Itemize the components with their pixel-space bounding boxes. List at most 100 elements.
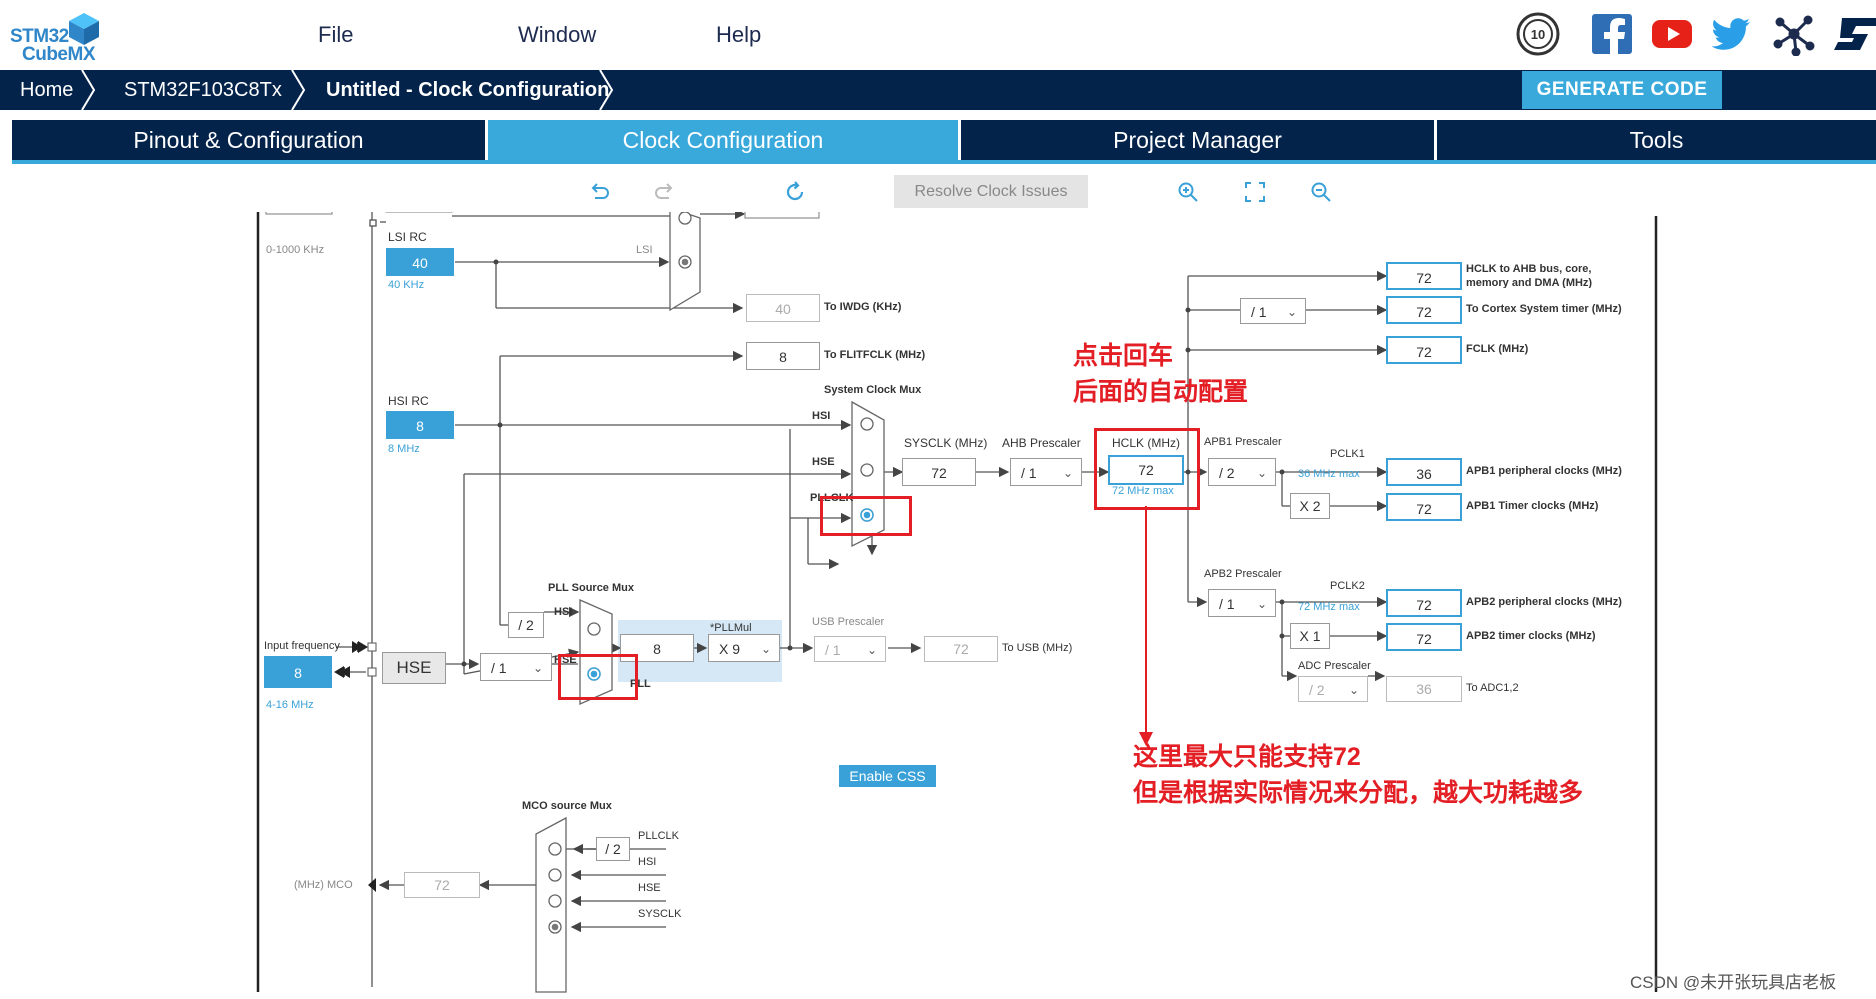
chevron-right-icon (599, 70, 614, 110)
generate-code-button[interactable]: GENERATE CODE (1522, 71, 1722, 109)
main-tabs: Pinout & Configuration Clock Configurati… (12, 120, 1876, 164)
hsi-rc-value[interactable]: 8 (386, 411, 454, 439)
flitfclk-output-value: 8 (746, 342, 820, 370)
chevron-down-icon: ⌄ (532, 661, 543, 675)
cortex-timer-output-label: To Cortex System timer (MHz) (1466, 303, 1622, 315)
mco-pll-divider: / 2 (596, 837, 630, 861)
pll-source-mux-title: PLL Source Mux (548, 582, 634, 594)
lsi-range-label: 0-1000 KHz (266, 244, 325, 256)
apb1-prescaler-select[interactable]: / 2 ⌄ (1208, 458, 1276, 486)
apb1-peripheral-output-value: 36 (1386, 458, 1462, 486)
pllclk-highlight-box (820, 496, 912, 536)
chevron-right-icon (81, 70, 96, 110)
undo-icon[interactable] (587, 180, 611, 204)
twitter-icon[interactable] (1710, 12, 1754, 56)
lsi-rc-value[interactable]: 40 (386, 248, 454, 276)
mco-hsi-label: HSI (638, 856, 657, 868)
breadcrumb-device[interactable]: STM32F103C8Tx (124, 79, 282, 101)
csdn-watermark: CSDN @未开张玩具店老板 (1630, 973, 1837, 992)
cortex-divider-select[interactable]: / 1⌄ (1240, 298, 1306, 324)
pll-source-hsi-label: HSI (554, 606, 573, 618)
hse-oscillator-block[interactable]: HSE (382, 652, 446, 684)
refresh-icon[interactable] (783, 180, 807, 204)
apb1-peripheral-output-label: APB1 peripheral clocks (MHz) (1466, 465, 1622, 477)
pll-hse-highlight-box (558, 654, 638, 700)
annotation-max-line-1: 这里最大只能支持72 (1133, 743, 1361, 771)
adc-prescaler-select[interactable]: / 2⌄ (1298, 676, 1368, 702)
chevron-down-icon: ⌄ (1348, 683, 1359, 697)
usb-output-label: To USB (MHz) (1002, 642, 1073, 654)
apb2-prescaler-select[interactable]: / 1 ⌄ (1208, 589, 1276, 617)
st-logo-icon[interactable] (1834, 12, 1876, 56)
menu-file[interactable]: File (318, 22, 354, 47)
hclk-title: HCLK (MHz) (1112, 436, 1180, 450)
usb-prescaler-select[interactable]: / 1 ⌄ (814, 636, 886, 662)
redo-icon[interactable] (653, 180, 677, 204)
clock-tree-diagram: 0-1000 KHz LSI RC 40 40 KHz LSI 40 To IW… (0, 212, 1876, 999)
enable-css-button[interactable]: Enable CSS (839, 765, 936, 787)
apb2-timer-output-label: APB2 timer clocks (MHz) (1466, 630, 1596, 642)
mco-pllclk-label: PLLCLK (638, 830, 679, 842)
lsi-mux-input-label: LSI (636, 244, 653, 256)
zoom-out-icon[interactable] (1309, 180, 1333, 204)
apb1-timer-multiplier: X 2 (1290, 493, 1330, 519)
chevron-down-icon: ⌄ (1256, 597, 1267, 611)
fit-screen-icon[interactable] (1243, 180, 1267, 204)
ahb-prescaler-select[interactable]: / 1⌄ (1010, 458, 1082, 486)
stm32cubemx-logo[interactable]: STM32 CubeMX (10, 10, 100, 66)
resolve-clock-issues-button[interactable]: Resolve Clock Issues (894, 175, 1088, 208)
sys-mux-hsi-label: HSI (812, 410, 831, 422)
cortex-divider-value: / 1 (1251, 304, 1267, 320)
lsi-khz-label: 40 KHz (388, 279, 425, 291)
hclk-highlight-box (1094, 428, 1200, 510)
chevron-down-icon: ⌄ (1256, 466, 1267, 480)
chevron-down-icon: ⌄ (866, 643, 877, 657)
pclk2-max-label: 72 MHz max (1298, 601, 1360, 613)
mco-output-label: (MHz) MCO (294, 879, 353, 891)
iwdg-output-value: 40 (746, 294, 820, 322)
tab-project-manager[interactable]: Project Manager (1113, 127, 1282, 153)
apb1-prescaler-value: / 2 (1219, 465, 1235, 481)
cortex-timer-output-value: 72 (1386, 296, 1462, 324)
clock-wires (256, 212, 1658, 993)
usb-prescaler-value: / 1 (825, 642, 841, 658)
breadcrumb-home[interactable]: Home (20, 79, 74, 101)
adc-output-label: To ADC1,2 (1466, 682, 1519, 694)
network-icon[interactable] (1772, 12, 1816, 56)
anniversary-badge-icon[interactable]: 10 (1516, 12, 1560, 56)
flitfclk-output-label: To FLITFCLK (MHz) (824, 349, 926, 361)
menu-window[interactable]: Window (518, 22, 597, 47)
facebook-icon[interactable] (1590, 12, 1634, 56)
breadcrumb-current[interactable]: Untitled - Clock Configuration (326, 79, 610, 101)
mco-hse-label: HSE (638, 882, 661, 894)
hclk-ahb-output-label-2: memory and DMA (MHz) (1466, 277, 1593, 288)
input-frequency-title: Input frequency (264, 640, 340, 652)
zoom-in-icon[interactable] (1176, 180, 1200, 204)
pllmul-value: X 9 (719, 641, 741, 657)
youtube-icon[interactable] (1650, 12, 1694, 56)
hse-divider-value: / 1 (491, 660, 507, 676)
input-frequency-value[interactable]: 8 (264, 656, 332, 688)
svg-text:10: 10 (1531, 27, 1545, 42)
annotation-max-note: 这里最大只能支持72 但是根据实际情况来分配，越大功耗越多 (1133, 739, 1583, 811)
sysclk-value[interactable]: 72 (902, 458, 976, 486)
chevron-down-icon: ⌄ (760, 642, 771, 656)
mco-sysclk-label: SYSCLK (638, 908, 682, 920)
top-bar: STM32 CubeMX File Window Help 10 (0, 0, 1876, 70)
tab-pinout-configuration[interactable]: Pinout & Configuration (133, 127, 364, 153)
tab-clock-configuration[interactable]: Clock Configuration (488, 120, 958, 160)
annotation-max-line-2: 但是根据实际情况来分配，越大功耗越多 (1133, 779, 1584, 807)
chevron-right-icon (291, 70, 306, 110)
adc-output-value: 36 (1386, 676, 1462, 702)
menu-help[interactable]: Help (716, 22, 762, 47)
chevron-down-icon: ⌄ (1062, 466, 1073, 480)
hclk-value-input[interactable]: 72 (1108, 455, 1184, 485)
hse-divider-select[interactable]: / 1 ⌄ (480, 653, 552, 681)
tab-tools[interactable]: Tools (1629, 127, 1684, 153)
pllmul-select[interactable]: X 9 ⌄ (708, 634, 780, 662)
pclk1-title: PCLK1 (1330, 448, 1365, 460)
apb2-timer-multiplier: X 1 (1290, 623, 1330, 649)
apb2-prescaler-value: / 1 (1219, 596, 1235, 612)
logo-line-2: CubeMX (22, 44, 96, 65)
input-frequency-range: 4-16 MHz (266, 699, 314, 711)
